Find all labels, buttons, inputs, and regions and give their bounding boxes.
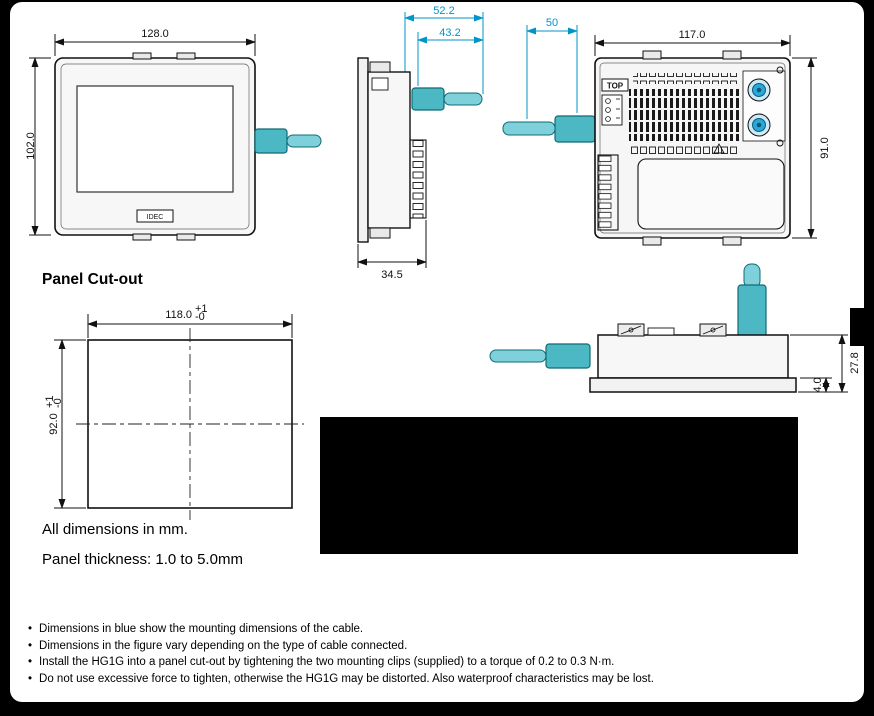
svg-text:43.2: 43.2 [439, 27, 460, 39]
round-connector-top [747, 78, 771, 102]
rear-height-dimension: 91.0 [792, 57, 831, 239]
vent-slats [629, 89, 739, 141]
page-edge-tab [850, 308, 874, 346]
svg-text:-0: -0 [52, 398, 64, 408]
blacked-out-region [320, 417, 798, 554]
io-terminal-block [597, 154, 619, 231]
svg-text:52.2: 52.2 [433, 5, 454, 17]
svg-text:IDEC: IDEC [147, 214, 164, 221]
svg-text:27.8: 27.8 [849, 352, 861, 373]
front-width-dimension: 128.0 [54, 28, 256, 56]
footnote-text: Do not use excessive force to tighten, o… [39, 672, 654, 685]
bullet-icon [28, 638, 32, 655]
bullet-icon [28, 671, 32, 688]
top-marking: TOP [601, 78, 629, 92]
side-cable-icon [411, 87, 483, 111]
bullet-icon [28, 654, 32, 671]
panel-cutout-heading: Panel Cut-out [42, 271, 143, 288]
rear-device-outline: TOP [594, 50, 791, 246]
footnote-item: Dimensions in the figure vary depending … [28, 638, 860, 655]
top-cable-icon-horizontal [489, 343, 591, 369]
svg-text:50: 50 [546, 17, 558, 29]
svg-text:118.0: 118.0 [165, 309, 192, 321]
svg-text:91.0: 91.0 [819, 137, 831, 158]
panel-cutout-drawing: 118.0 +1 -0 92.0 +1 -0 [44, 303, 304, 520]
warning-triangle-icon [713, 143, 725, 154]
footnote-item: Do not use excessive force to tighten, o… [28, 671, 860, 688]
top-flange-dimension: 4.0 [800, 377, 832, 393]
svg-text:TOP: TOP [607, 82, 624, 91]
vent-holes-row [633, 73, 737, 84]
rear-view-drawing: 50 117.0 91.0 TOP [502, 17, 831, 246]
side-terminal-block [409, 139, 427, 219]
side-device-outline [357, 57, 427, 243]
cutout-width-dimension: 118.0 +1 -0 [87, 303, 293, 338]
svg-text:-0: -0 [195, 311, 205, 323]
top-device-outline [589, 323, 797, 393]
cable-mount-dimensions: 52.2 43.2 [404, 5, 484, 94]
top-cable-icon-vertical [737, 263, 767, 338]
bullet-icon [28, 621, 32, 638]
mounting-clip-left [617, 323, 645, 337]
brand-logo: IDEC [136, 209, 174, 223]
power-terminal [601, 94, 623, 126]
rear-cable-icon [502, 115, 596, 143]
svg-text:92.0: 92.0 [48, 413, 60, 434]
rear-cable-dimension: 50 [526, 17, 578, 119]
svg-text:102.0: 102.0 [25, 132, 37, 160]
side-view-drawing: 52.2 43.2 34.5 [357, 5, 484, 281]
vent-slots-row [629, 143, 739, 154]
front-view-drawing: 128.0 102.0 IDEC [25, 28, 322, 241]
svg-text:+1: +1 [44, 395, 56, 408]
rear-width-dimension: 117.0 [594, 29, 791, 56]
round-connector-bottom [747, 113, 771, 137]
footnote-list: Dimensions in blue show the mounting dim… [28, 621, 860, 687]
all-dimensions-note: All dimensions in mm. [42, 521, 188, 538]
side-depth-dimension: 34.5 [357, 220, 427, 281]
footnote-item: Install the HG1G into a panel cut-out by… [28, 654, 860, 671]
svg-text:128.0: 128.0 [141, 28, 169, 40]
front-cable-icon [254, 128, 322, 154]
footnote-item: Dimensions in blue show the mounting dim… [28, 621, 860, 638]
front-device-outline: IDEC [54, 52, 256, 241]
top-view-drawing: 4.0 27.8 [489, 263, 861, 393]
svg-text:+1: +1 [195, 303, 208, 315]
svg-text:4.0: 4.0 [812, 377, 824, 392]
front-height-dimension: 102.0 [25, 57, 51, 236]
footnote-text: Install the HG1G into a panel cut-out by… [39, 656, 615, 668]
front-screen [76, 85, 234, 193]
svg-text:34.5: 34.5 [381, 269, 402, 281]
panel-thickness-note: Panel thickness: 1.0 to 5.0mm [42, 551, 243, 568]
footnote-text: Dimensions in blue show the mounting dim… [39, 623, 364, 635]
mounting-clip-right [699, 323, 727, 337]
cutout-height-dimension: 92.0 +1 -0 [44, 339, 86, 509]
rear-label-panel [637, 158, 785, 230]
footnote-text: Dimensions in the figure vary depending … [39, 639, 408, 652]
top-depth-dimension: 27.8 [790, 334, 861, 393]
svg-text:117.0: 117.0 [679, 29, 706, 41]
